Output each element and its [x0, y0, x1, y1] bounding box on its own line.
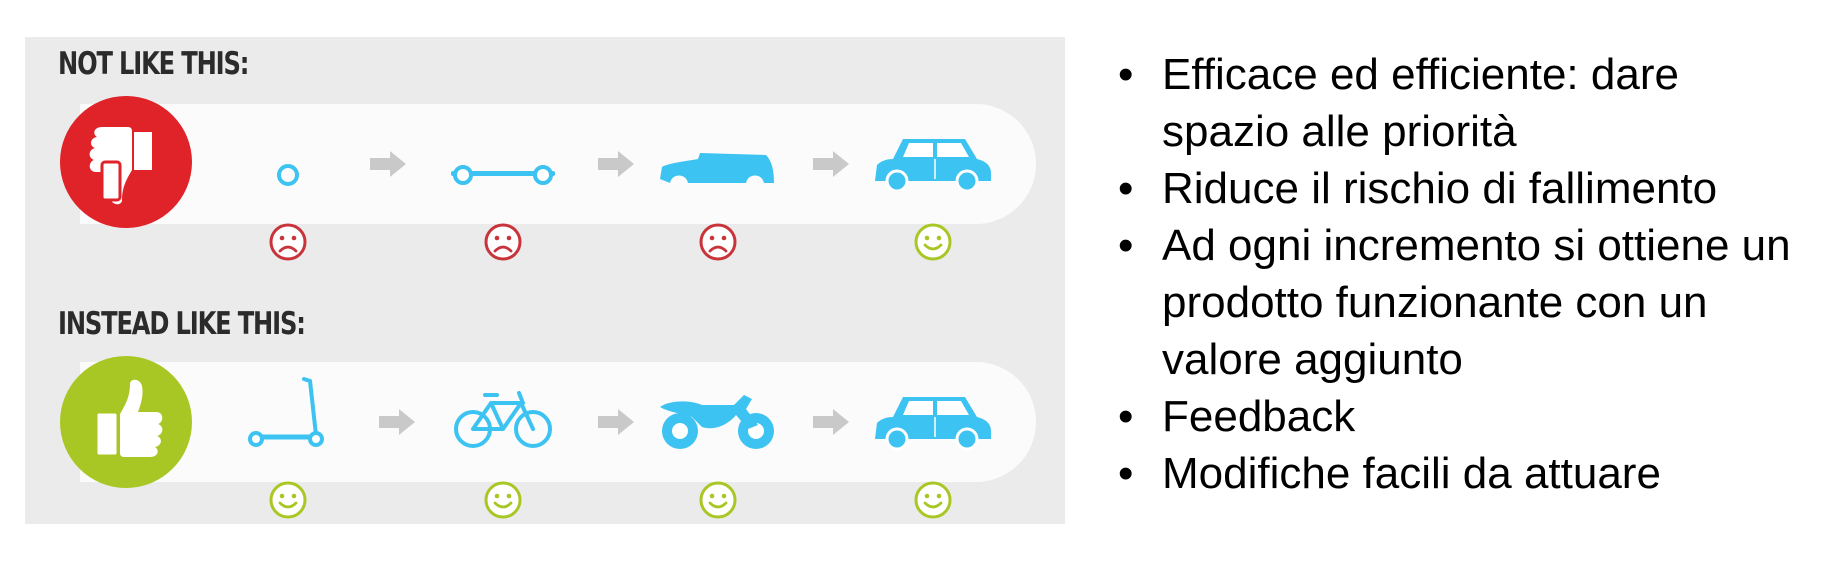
bullet-item: • Modifiche facili da attuare [1110, 445, 1810, 502]
arrow-icon [596, 407, 636, 437]
bullet-marker: • [1118, 50, 1134, 99]
bullet-text: Riduce il rischio di fallimento [1162, 164, 1718, 213]
bullet-item: • Efficace ed efficiente: dare spazio all… [1110, 46, 1810, 160]
arrow-icon [811, 407, 851, 437]
happy-face-icon [913, 480, 953, 520]
bicycle-icon [433, 375, 573, 475]
bullet-text: Efficace ed efficiente: dare spazio alle… [1162, 50, 1679, 156]
stage-2-bad [433, 117, 573, 277]
not-like-this-track [80, 104, 1036, 224]
bullet-text: Modifiche facili da attuare [1162, 449, 1661, 498]
stage-4-bad [863, 117, 1003, 277]
happy-face-icon [913, 222, 953, 262]
benefits-list: • Efficace ed efficiente: dare spazio all… [1110, 46, 1810, 502]
stage-1-bad [218, 117, 358, 277]
thumbs-down-icon [60, 96, 192, 228]
stage-1-good [218, 375, 358, 535]
motorbike-icon [648, 375, 788, 475]
not-like-this-label: NOT LIKE THIS: [58, 46, 249, 82]
arrow-icon [377, 407, 417, 437]
scooter-icon [218, 375, 358, 475]
stage-3-good [648, 375, 788, 535]
stage-2-good [433, 375, 573, 535]
arrow-icon [811, 149, 851, 179]
car-icon [863, 375, 1003, 475]
arrow-icon [596, 149, 636, 179]
happy-face-icon [483, 480, 523, 520]
arrow-icon [368, 149, 408, 179]
bullet-item: • Feedback [1110, 388, 1810, 445]
car-body-icon [648, 117, 788, 217]
bullet-marker: • [1118, 164, 1134, 213]
thumbs-up-icon [60, 356, 192, 488]
mvp-diagram: NOT LIKE THIS: INSTEAD LIKE THIS: [25, 37, 1065, 524]
sad-face-icon [268, 222, 308, 262]
happy-face-icon [698, 480, 738, 520]
wheel-icon [218, 117, 358, 217]
car-icon [863, 117, 1003, 217]
bullet-item: • Ad ogni incremento si ottiene un prodot… [1110, 217, 1810, 388]
bullet-marker: • [1118, 392, 1134, 441]
bullet-text: Ad ogni incremento si ottiene un prodott… [1162, 221, 1791, 384]
happy-face-icon [268, 480, 308, 520]
bullet-item: • Riduce il rischio di fallimento [1110, 160, 1810, 217]
bullet-marker: • [1118, 221, 1134, 270]
skateboard-icon [433, 117, 573, 217]
bullet-marker: • [1118, 449, 1134, 498]
stage-4-good [863, 375, 1003, 535]
stage-3-bad [648, 117, 788, 277]
bullet-text: Feedback [1162, 392, 1356, 441]
sad-face-icon [483, 222, 523, 262]
sad-face-icon [698, 222, 738, 262]
instead-like-this-label: INSTEAD LIKE THIS: [58, 306, 306, 342]
instead-like-this-track [80, 362, 1036, 482]
